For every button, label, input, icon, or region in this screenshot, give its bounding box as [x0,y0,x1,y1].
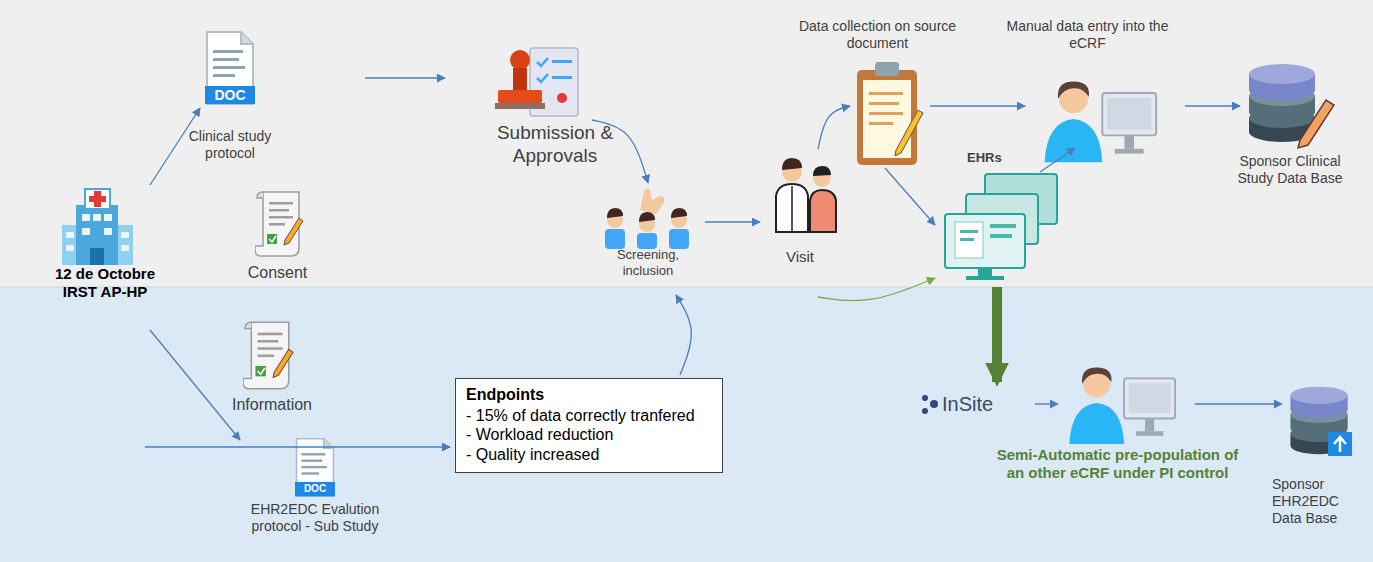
icon-caption: EHRs [935,150,1065,166]
information-node: Information [222,315,322,414]
icon-caption: Clinical study protocol [175,128,285,162]
logo-text: InSite [918,390,1033,418]
icon-caption: Screening, inclusion [598,247,698,278]
icon-caption: 12 de Octobre IRST AP-HP [45,265,165,301]
endpoint-item: - Workload reduction [466,425,712,444]
doc-label: DOC [175,86,285,104]
endpoint-item: - Quality increased [466,445,712,464]
flow-arrow [818,106,850,149]
icon-caption: Manual data entry into the eCRF [995,18,1180,52]
ehr-flow-arrow [992,287,1002,382]
insite-node: InSite [918,390,1033,418]
flow-arrow [150,330,240,440]
doctor-patient-icon [776,158,836,232]
flow-arrow [145,446,450,447]
flow-arrow [676,295,691,375]
icon-caption: Sponsor Clinical Study Data Base [1225,153,1355,187]
stamp-checklist-icon [495,48,578,116]
database-icon [1249,64,1352,456]
database-node: Sponsor EHR2EDC Data Base [1268,380,1368,526]
endpoint-item: - 15% of data correctly tranfered [466,406,712,425]
icon-caption: Submission & Approvals [480,122,630,168]
flow-arrow [1185,105,1240,106]
icon-caption: EHR2EDC Evalution protocol - Sub Study [235,501,395,535]
flow-arrow [705,221,760,222]
hospital-icon [62,189,133,265]
icon-caption: Semi-Automatic pre-population of an othe… [990,446,1245,482]
flow-arrow [930,105,1025,106]
prepopulation-node: Semi-Automatic pre-population of an othe… [990,360,1245,482]
person-computer-icon [1045,82,1175,445]
ehr-node: EHRs [935,150,1065,278]
icon-caption: Data collection on source document [780,18,975,52]
clipboard-icon [857,62,923,165]
document-node: DOC EHR2EDC Evalution protocol - Sub Stud… [235,435,395,535]
document-node: DOC Clinical study protocol [175,28,285,162]
icon-caption: Sponsor EHR2EDC Data Base [1268,476,1368,526]
source-document-node: Data collection on source document [780,18,975,162]
screening-node: Screening, inclusion [598,185,698,278]
consent-node: Consent [240,185,315,282]
icon-caption: Visit [760,248,840,266]
data-entry-node: Manual data entry into the eCRF [995,18,1180,162]
icon-caption: Information [222,395,322,414]
ehr-monitors-icon [945,174,1057,280]
doc-label: DOC [235,482,395,496]
hospital-node: 12 de Octobre IRST AP-HP [45,185,165,301]
flow-arrow [365,77,445,78]
flow-arrow [1195,403,1282,404]
visit-node: Visit [760,152,840,266]
database-node: Sponsor Clinical Study Data Base [1225,58,1355,187]
box-heading: Endpoints [466,385,712,404]
approval-node: Submission & Approvals [480,40,630,168]
scroll-icon [243,192,303,389]
endpoints-box: Endpoints - 15% of data correctly tranfer… [455,378,723,473]
screening-people-icon [605,188,689,249]
flow-arrow [1035,403,1058,404]
insite-logo-dots [922,395,938,414]
icon-caption: Consent [240,263,315,282]
flow-arrow [885,168,935,225]
flow-arrow [1040,148,1075,172]
ehr-flow-arrow [818,278,935,301]
flow-arrow [150,108,200,185]
